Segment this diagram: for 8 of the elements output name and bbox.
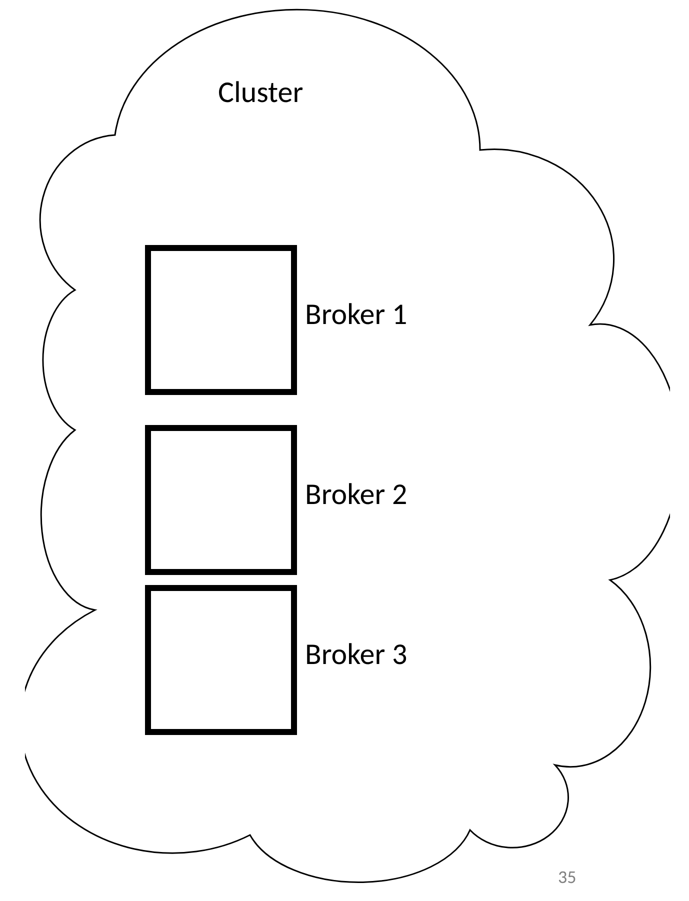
broker-label: Broker 1 bbox=[305, 300, 408, 330]
broker-box bbox=[145, 245, 297, 395]
broker-box bbox=[145, 585, 297, 735]
broker-box bbox=[145, 425, 297, 575]
broker-label: Broker 2 bbox=[305, 480, 408, 510]
cloud-title: Cluster bbox=[218, 78, 304, 108]
broker-label: Broker 3 bbox=[305, 640, 408, 670]
page-number: 35 bbox=[558, 868, 576, 886]
